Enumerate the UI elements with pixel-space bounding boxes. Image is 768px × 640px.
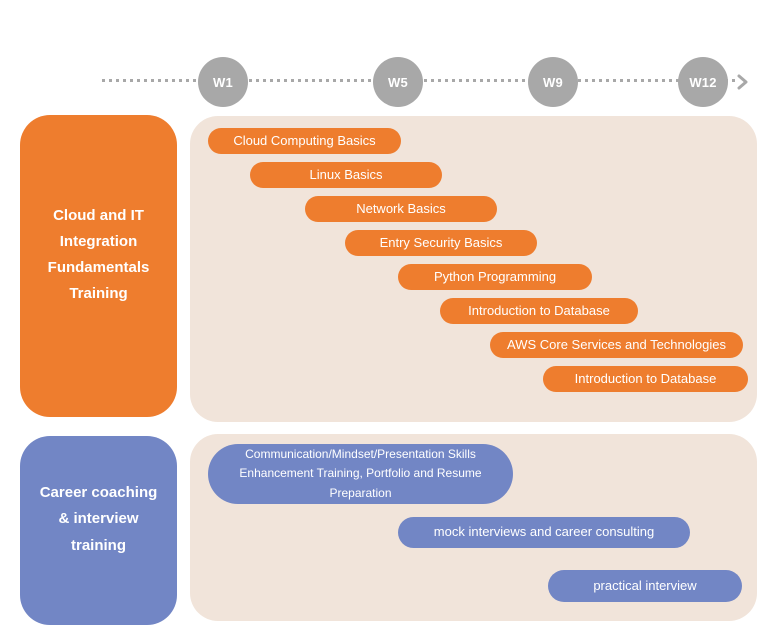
course-bar: AWS Core Services and Technologies xyxy=(490,332,743,358)
week-marker-w1: W1 xyxy=(198,57,248,107)
course-bar: Introduction to Database xyxy=(440,298,638,324)
course-bar: Python Programming xyxy=(398,264,592,290)
course-bar: Entry Security Basics xyxy=(345,230,537,256)
section-block-career-coaching: Career coaching & interview training xyxy=(20,436,177,625)
week-marker-w9: W9 xyxy=(528,57,578,107)
course-bar: Introduction to Database xyxy=(543,366,748,392)
course-bar: Network Basics xyxy=(305,196,497,222)
coaching-bar: Communication/Mindset/Presentation Skill… xyxy=(208,444,513,504)
week-marker-w5: W5 xyxy=(373,57,423,107)
course-bar: Cloud Computing Basics xyxy=(208,128,401,154)
section-block-cloud-training: Cloud and IT Integration Fundamentals Tr… xyxy=(20,115,177,417)
timeline-arrow-icon xyxy=(737,74,748,90)
coaching-bar: practical interview xyxy=(548,570,742,602)
coaching-bar: mock interviews and career consulting xyxy=(398,517,690,548)
course-bar: Linux Basics xyxy=(250,162,442,188)
week-marker-w12: W12 xyxy=(678,57,728,107)
